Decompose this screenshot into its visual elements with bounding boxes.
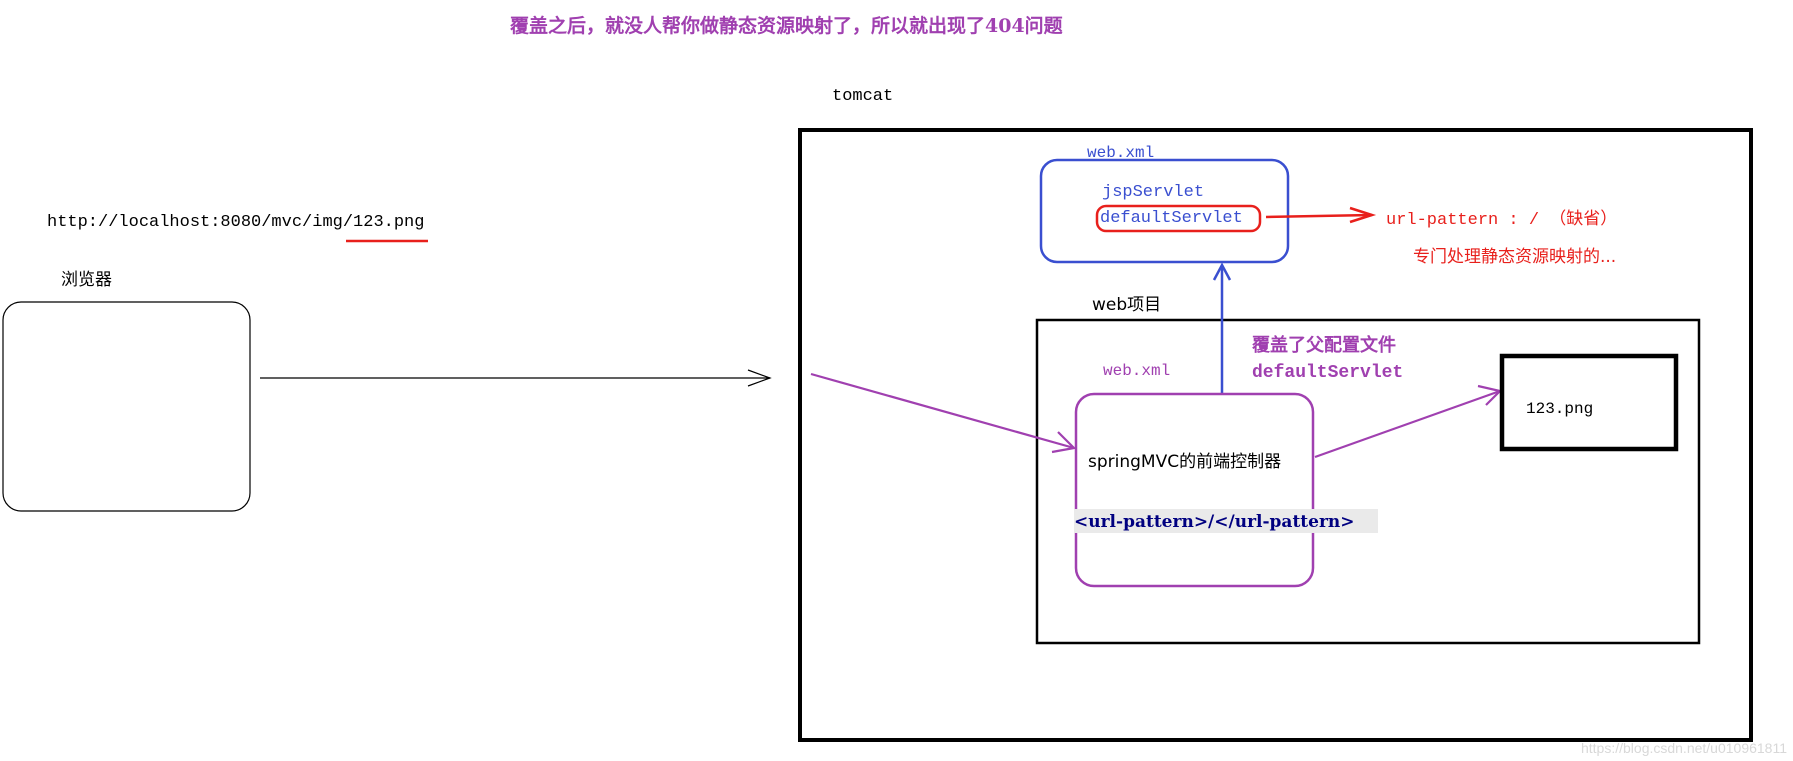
browser-box xyxy=(2,301,251,512)
override-arrowhead xyxy=(1212,262,1232,281)
controller-label: springMVC的前端控制器 xyxy=(1088,452,1281,472)
static-resource-annotation: 专门处理静态资源映射的... xyxy=(1413,247,1616,267)
resource-arrow xyxy=(1314,389,1501,459)
browser-url: http://localhost:8080/mvc/img/123.png xyxy=(47,213,424,232)
webproject-webxml-label: web.xml xyxy=(1103,362,1170,380)
red-arrowhead xyxy=(1349,206,1377,224)
override-text-line2: defaultServlet xyxy=(1252,363,1403,383)
watermark: https://blog.csdn.net/u010961811 xyxy=(1581,740,1787,756)
red-arrow xyxy=(1265,213,1373,219)
url-pattern-bg xyxy=(1074,509,1378,533)
request-arrowhead xyxy=(747,369,772,387)
jsp-servlet-item: jspServlet xyxy=(1102,183,1204,202)
override-text-line1: 覆盖了父配置文件 xyxy=(1252,334,1396,356)
tomcat-webxml-label: web.xml xyxy=(1087,144,1154,162)
incoming-arrowhead xyxy=(1051,431,1077,454)
tomcat-webxml-box xyxy=(1039,158,1290,264)
header-title: 覆盖之后，就没人帮你做静态资源映射了，所以就出现了404问题 xyxy=(509,14,1063,37)
browser-label: 浏览器 xyxy=(61,270,112,290)
webproject-label: web项目 xyxy=(1092,295,1161,315)
default-servlet-highlight xyxy=(1095,204,1262,233)
url-pattern-annotation: url-pattern : / （缺省） xyxy=(1386,209,1617,230)
tomcat-box xyxy=(798,128,1753,742)
tomcat-label: tomcat xyxy=(832,87,893,106)
image-file-box xyxy=(1499,353,1679,452)
default-servlet-item: defaultServlet xyxy=(1100,209,1243,228)
url-pattern-code: <url-pattern>/</url-pattern> xyxy=(1074,512,1355,532)
image-file-label: 123.png xyxy=(1526,400,1593,418)
incoming-arrow xyxy=(810,372,1075,450)
webproject-box xyxy=(1035,318,1701,645)
controller-box xyxy=(1074,392,1315,588)
